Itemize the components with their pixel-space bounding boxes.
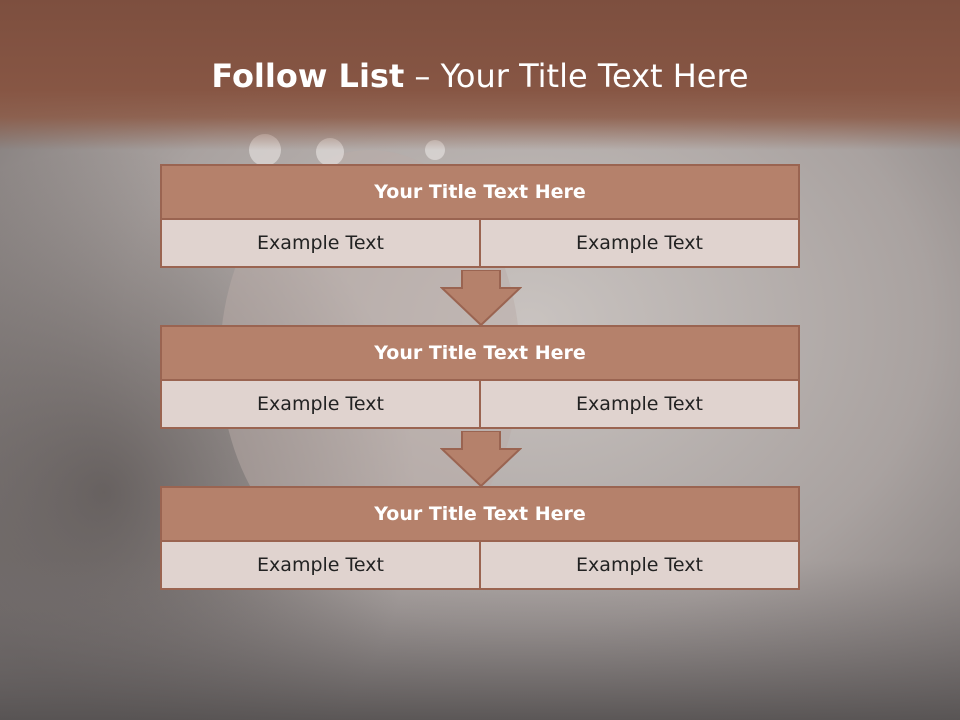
- step-title: Your Title Text Here: [160, 325, 800, 381]
- slide-title-rest: – Your Title Text Here: [404, 57, 749, 95]
- step-cell-right: Example Text: [481, 220, 800, 268]
- step-block-2: Your Title Text Here Example Text Exampl…: [160, 325, 800, 429]
- down-arrow-icon: [440, 431, 522, 487]
- step-title: Your Title Text Here: [160, 164, 800, 220]
- step-cell-left: Example Text: [160, 220, 481, 268]
- step-row: Example Text Example Text: [160, 220, 800, 268]
- step-cell-left: Example Text: [160, 381, 481, 429]
- step-row: Example Text Example Text: [160, 381, 800, 429]
- step-cell-right: Example Text: [481, 381, 800, 429]
- slide-title: Follow List – Your Title Text Here: [0, 52, 960, 100]
- slide-title-bold: Follow List: [211, 57, 405, 95]
- step-cell-left: Example Text: [160, 542, 481, 590]
- step-cell-right: Example Text: [481, 542, 800, 590]
- down-arrow-icon: [440, 270, 522, 326]
- step-row: Example Text Example Text: [160, 542, 800, 590]
- step-block-3: Your Title Text Here Example Text Exampl…: [160, 486, 800, 590]
- step-block-1: Your Title Text Here Example Text Exampl…: [160, 164, 800, 268]
- step-title: Your Title Text Here: [160, 486, 800, 542]
- title-bar: [0, 0, 960, 150]
